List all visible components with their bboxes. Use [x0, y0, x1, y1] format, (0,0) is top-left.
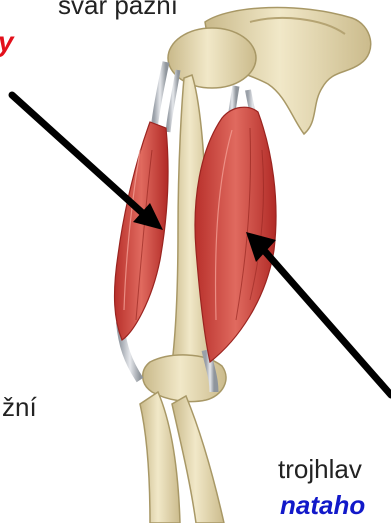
- arrow-to-triceps: [262, 248, 391, 395]
- label-bottom-blue: nataho: [280, 492, 365, 518]
- label-left-partial: žní: [2, 394, 37, 420]
- label-top-black: svar pažní: [58, 0, 178, 18]
- biceps-muscle: [115, 122, 168, 340]
- label-top-red: y: [0, 28, 14, 56]
- humerus-head: [168, 28, 256, 88]
- label-bottom-black: trojhlav: [278, 456, 362, 482]
- arrow-to-biceps: [12, 95, 148, 218]
- triceps-muscle: [195, 107, 276, 362]
